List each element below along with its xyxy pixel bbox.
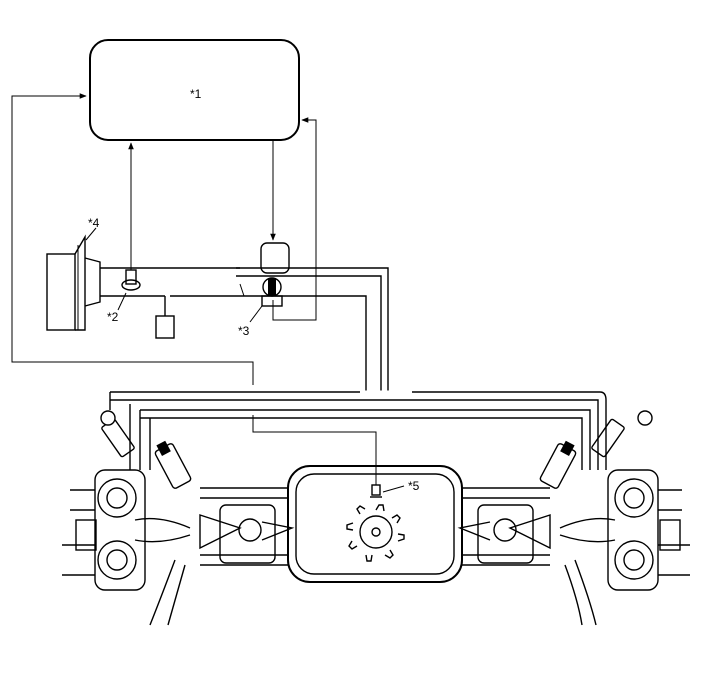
air-flow-sensor: *2 [107,269,141,324]
idle-control-valve: *3 [238,242,290,338]
valve3-label: *3 [238,324,250,338]
ecu-box: *1 [89,39,300,141]
intake-pipe [170,267,389,392]
crank-position-sensor: *5 [346,479,420,562]
valve-feedback-line [272,117,317,321]
canister [155,296,175,339]
crank5-label: *5 [408,479,420,493]
intake-manifold [109,390,607,470]
air-filter: *4 [46,216,240,331]
ecu-label: *1 [190,87,202,101]
signal-lines [11,93,377,485]
filter4-label: *4 [88,216,100,230]
right-cylinder-bank [457,469,690,591]
left-cylinder-bank [62,469,295,591]
left-injector [100,410,192,489]
crank-signal-line [11,93,254,385]
crank-sensor-line [252,415,377,485]
sensor2-label: *2 [107,310,119,324]
right-injector [539,410,653,489]
engine-block [149,465,597,626]
